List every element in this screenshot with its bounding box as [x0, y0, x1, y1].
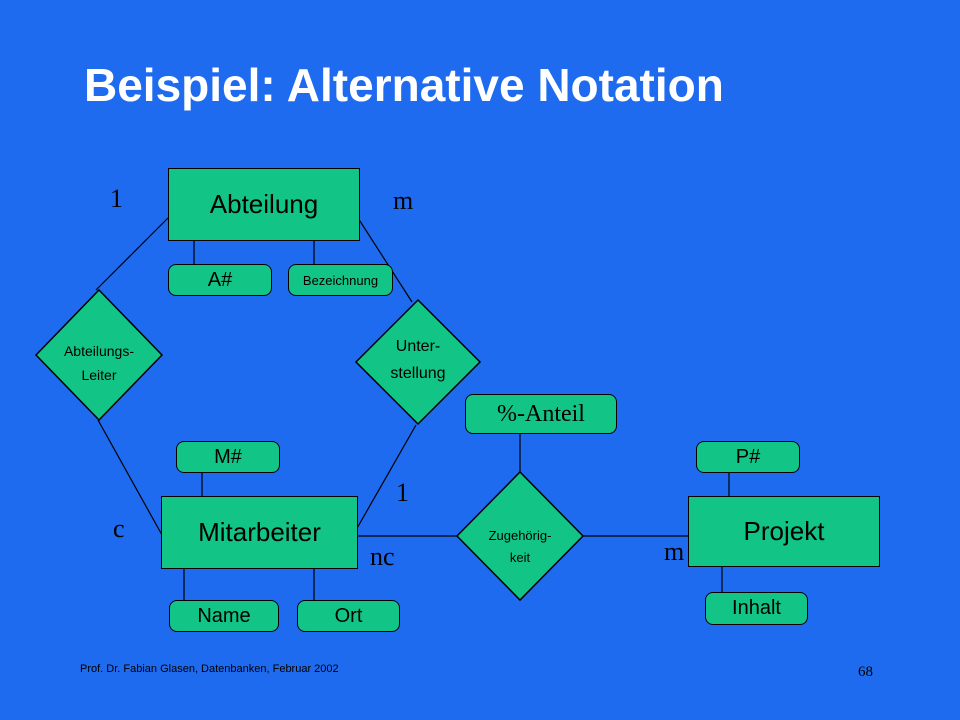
slide-title: Beispiel: Alternative Notation	[84, 59, 724, 111]
connector-line	[355, 424, 417, 531]
cardinality-unterstellung-abteilung: m	[393, 186, 414, 215]
cardinality-leiter-abteilung: 1	[110, 184, 123, 213]
cardinality-unterstellung-mitarbeiter: 1	[396, 478, 409, 507]
entity-mitarbeiter: Mitarbeiter	[161, 496, 358, 569]
relationship-diamond-abteilungsleiter	[34, 288, 164, 422]
attribute-m-nr: M#	[176, 441, 280, 473]
entity-abteilung: Abteilung	[168, 168, 360, 241]
relationship-label-abteilungsleiter: Abteilungs- Leiter	[63, 343, 135, 383]
connector-line	[95, 217, 169, 291]
attribute-ort: Ort	[297, 600, 400, 632]
connector-line	[357, 217, 413, 303]
attribute-bezeichnung: Bezeichnung	[288, 264, 393, 296]
relationship-diamond-unterstellung	[354, 298, 482, 426]
attribute-a-nr: A#	[168, 264, 272, 296]
connector-line	[97, 419, 163, 536]
attribute-p-nr: P#	[696, 441, 800, 473]
attribute-prozent-anteil: %-Anteil	[465, 394, 617, 434]
relationship-diamond-zugehoerigkeit	[455, 470, 585, 602]
relationship-label-zugehoerigkeit: Zugehörig- keit	[488, 528, 552, 566]
attribute-inhalt: Inhalt	[705, 592, 808, 625]
cardinality-leiter-mitarbeiter: c	[113, 514, 125, 543]
attribute-name: Name	[169, 600, 279, 632]
footer-text: Prof. Dr. Fabian Glasen, Datenbanken, Fe…	[80, 663, 339, 675]
entity-projekt: Projekt	[688, 496, 880, 567]
cardinality-zugehoerigkeit-mitarbeiter: nc	[370, 542, 395, 571]
relationship-label-unterstellung: Unter- stellung	[390, 338, 446, 383]
page-number: 68	[858, 664, 873, 680]
cardinality-zugehoerigkeit-projekt: m	[664, 537, 685, 566]
